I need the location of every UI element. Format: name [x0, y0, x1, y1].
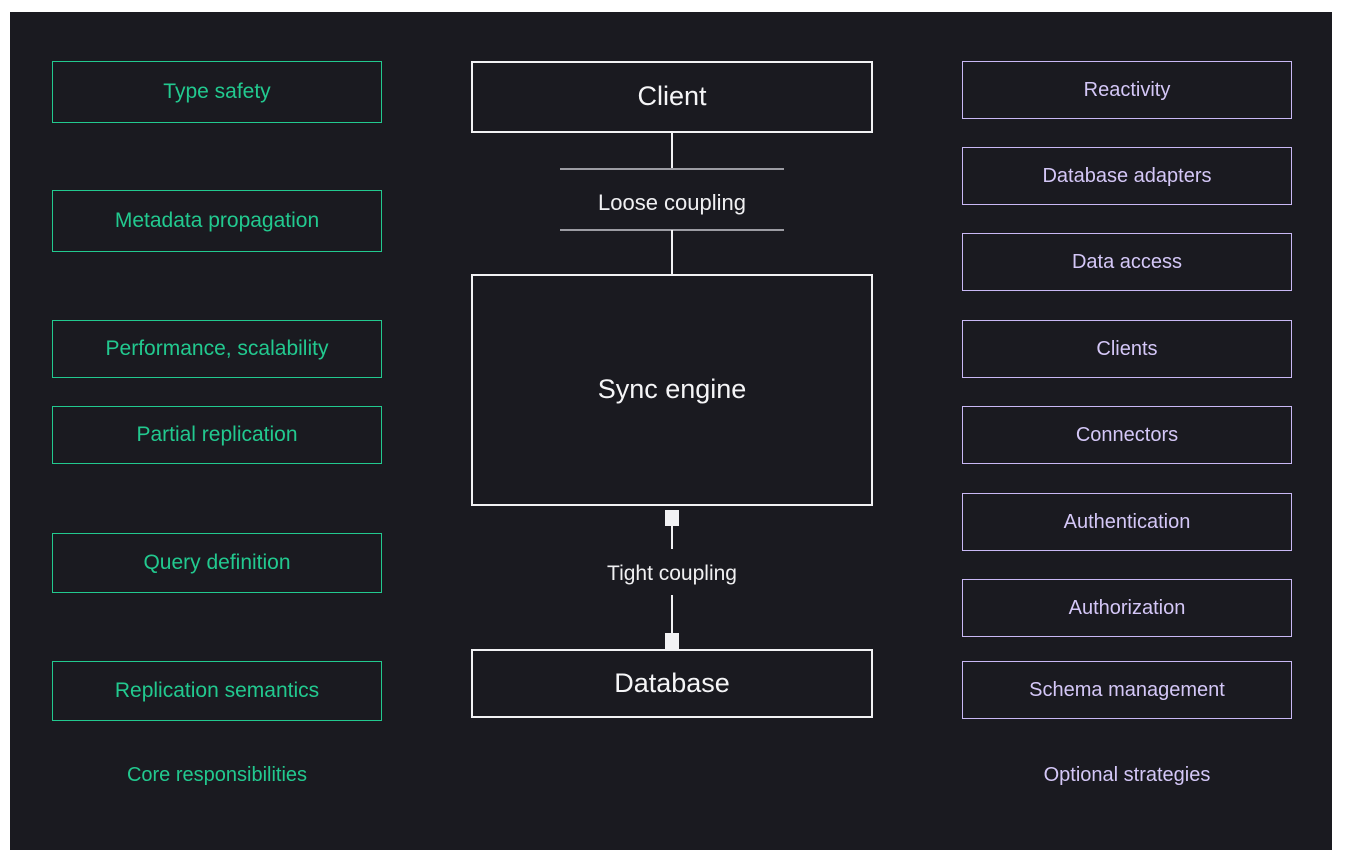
core-responsibility-box-partial-replication[interactable]: Partial replication [52, 406, 382, 464]
optional-strategy-box-authorization[interactable]: Authorization [962, 579, 1292, 637]
architecture-node-label: Sync engine [597, 374, 747, 405]
architecture-node-client[interactable]: Client [471, 61, 873, 133]
core-responsibility-box-type-safety[interactable]: Type safety [52, 61, 382, 123]
tight-coupling-label: Tight coupling [607, 562, 737, 585]
optional-strategy-box-data-access[interactable]: Data access [962, 233, 1292, 291]
optional-strategy-box-authentication[interactable]: Authentication [962, 493, 1292, 551]
optional-strategy-label: Schema management [1029, 679, 1225, 701]
loose-coupling-rule-top [560, 168, 784, 170]
architecture-node-label: Client [637, 81, 707, 112]
tight-coupling-cap-bottom [665, 633, 679, 649]
loose-coupling-connector-line-top [671, 133, 673, 169]
core-responsibility-box-performance-scalability[interactable]: Performance, scalability [52, 320, 382, 378]
core-responsibilities-caption: Core responsibilities [126, 764, 308, 786]
optional-strategy-label: Database adapters [1042, 165, 1212, 187]
core-responsibility-label: Query definition [143, 551, 291, 575]
optional-strategy-box-reactivity[interactable]: Reactivity [962, 61, 1292, 119]
tight-coupling-connector-line-bottom [671, 595, 673, 637]
architecture-node-label: Database [614, 667, 730, 698]
optional-strategy-label: Clients [1096, 338, 1158, 360]
tight-coupling-connector-line-top [671, 515, 673, 549]
core-responsibility-label: Type safety [163, 80, 271, 104]
core-responsibility-label: Partial replication [136, 423, 298, 447]
loose-coupling-connector-line-bottom [671, 230, 673, 274]
core-responsibility-box-query-definition[interactable]: Query definition [52, 533, 382, 593]
architecture-node-sync-engine[interactable]: Sync engine [471, 274, 873, 506]
core-responsibility-label: Performance, scalability [105, 337, 329, 361]
core-responsibility-label: Metadata propagation [114, 209, 320, 233]
diagram-canvas: Type safety Metadata propagation Perform… [10, 12, 1332, 850]
optional-strategy-label: Data access [1071, 251, 1183, 273]
architecture-node-database[interactable]: Database [471, 649, 873, 718]
core-responsibility-label: Replication semantics [114, 679, 320, 703]
optional-strategy-label: Reactivity [1083, 79, 1171, 101]
optional-strategy-label: Connectors [1075, 424, 1179, 446]
optional-strategy-label: Authorization [1068, 597, 1186, 619]
optional-strategy-box-connectors[interactable]: Connectors [962, 406, 1292, 464]
core-responsibility-box-metadata-propagation[interactable]: Metadata propagation [52, 190, 382, 252]
core-responsibility-box-replication-semantics[interactable]: Replication semantics [52, 661, 382, 721]
optional-strategy-box-schema-management[interactable]: Schema management [962, 661, 1292, 719]
optional-strategy-label: Authentication [1063, 511, 1191, 533]
optional-strategy-box-clients[interactable]: Clients [962, 320, 1292, 378]
optional-strategy-box-database-adapters[interactable]: Database adapters [962, 147, 1292, 205]
loose-coupling-label: Loose coupling [597, 190, 746, 215]
optional-strategies-caption: Optional strategies [1043, 764, 1211, 786]
